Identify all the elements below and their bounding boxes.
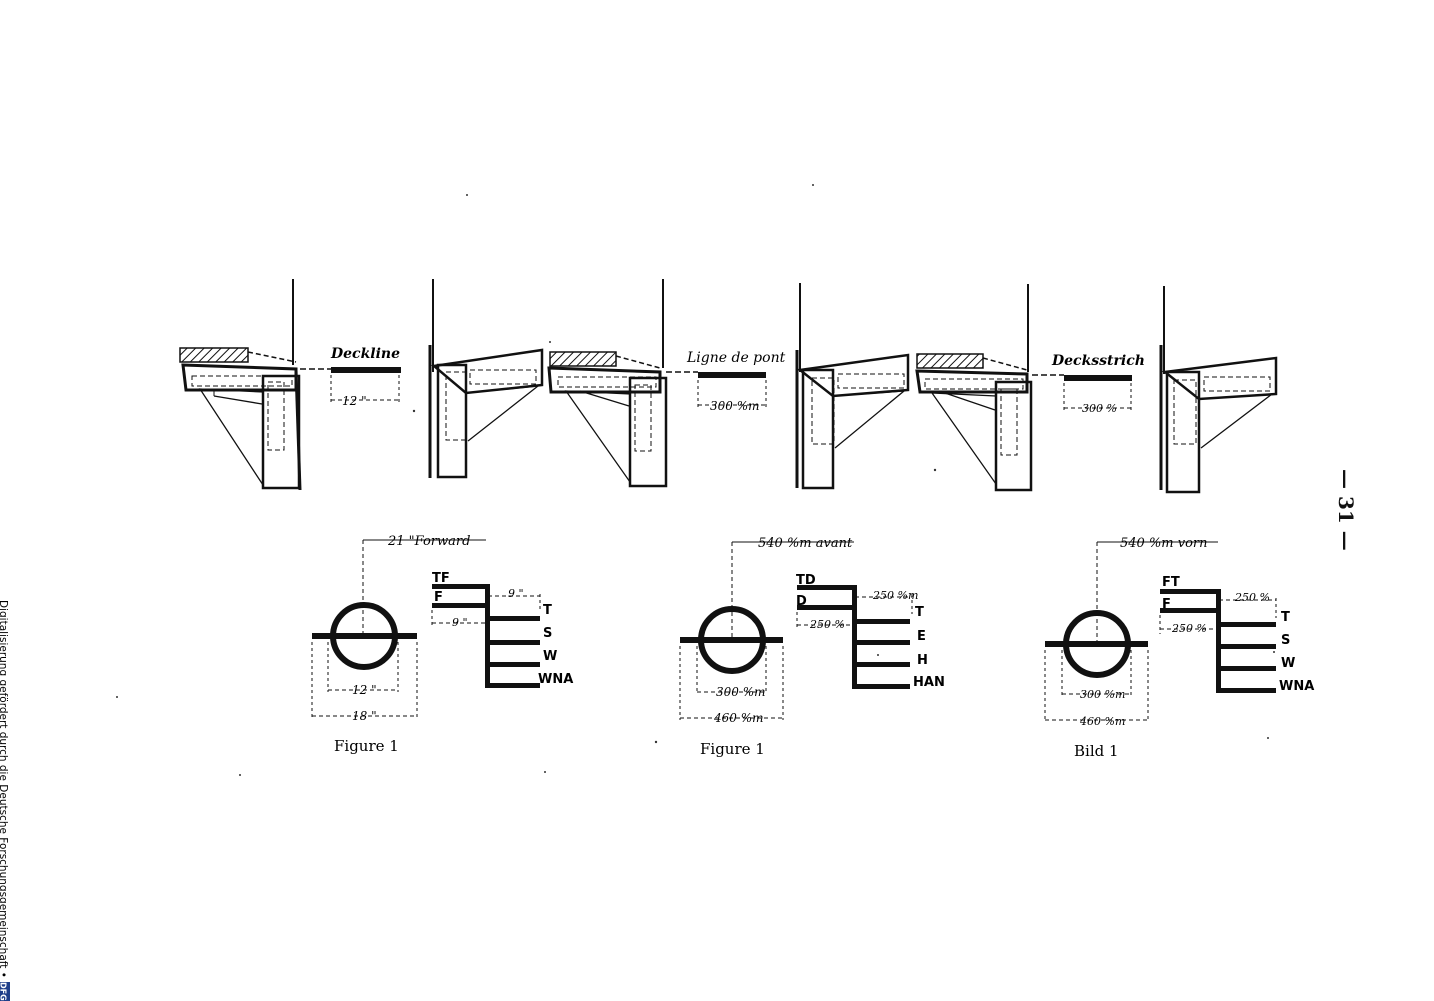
line-label: FT [1162,575,1180,590]
step-label: E [917,629,926,644]
inner-dim-label: 300 %m [1080,688,1125,701]
page-number-text: — 31 — [1334,469,1358,551]
outer-dim-label: 18 " [352,709,377,723]
dfg-logo: DFG [0,981,10,1001]
forward-label: 540 %m avant [758,536,853,551]
page-number: — 31 — [1331,455,1361,565]
inner-dim-label: 12 " [352,683,377,697]
step-label: T [1281,610,1290,625]
forward-label: 540 %m vorn [1120,536,1208,551]
step-label: WNA [538,672,573,687]
outer-dim-label: 460 %m [713,711,764,725]
figure-caption: Figure 1 [334,737,399,755]
step-label: W [1281,656,1295,671]
scan-specks [116,184,1275,776]
deckline-panel-french [547,279,910,490]
forward-label: 21 "Forward [387,534,470,549]
step-label: T [543,603,552,618]
upper-dim-label: 250 % [809,618,845,631]
step-label: H [917,653,928,668]
step-label: W [543,649,557,664]
line-label: F [1162,597,1171,612]
line-label: F [434,590,443,605]
upper-dim-label: 9 " [452,616,468,629]
step-label: WNA [1279,679,1314,694]
load-line-mark-german [1044,541,1277,722]
step-label: S [1281,633,1290,648]
line-label: D [796,594,807,609]
load-line-mark-french [679,541,913,720]
upper-dim-label: 250 % [1234,591,1270,604]
deck-width-label: 300 %m [710,399,760,413]
upper-dim-label: 250 %m [872,589,918,602]
figure-caption: Bild 1 [1074,742,1119,760]
step-label: T [915,605,924,620]
deck-label: Ligne de pont [686,350,786,366]
deckline-panel-german [915,284,1278,494]
digitization-credit: Digitalisierung gefördert durch die Deut… [0,600,11,1001]
step-label: HAN [913,675,945,690]
upper-dim-label: 250 % [1171,622,1207,635]
load-line-mark-english [311,539,541,718]
upper-dim-label: 9 " [508,587,524,600]
deck-label: Decksstrich [1051,353,1145,369]
deck-label: Deckline [330,346,400,362]
deck-width-label: 12 " [342,394,367,408]
credit-text: Digitalisierung gefördert durch die Deut… [0,600,9,978]
inner-dim-label: 300 %m [716,685,766,699]
line-label: TD [796,573,816,588]
line-label: TF [432,571,450,586]
step-label: S [543,626,552,641]
deck-width-label: 300 % [1082,402,1117,415]
outer-dim-label: 460 %m [1079,715,1125,728]
figure-caption: Figure 1 [700,740,765,758]
deckline-panel-english [179,279,544,491]
